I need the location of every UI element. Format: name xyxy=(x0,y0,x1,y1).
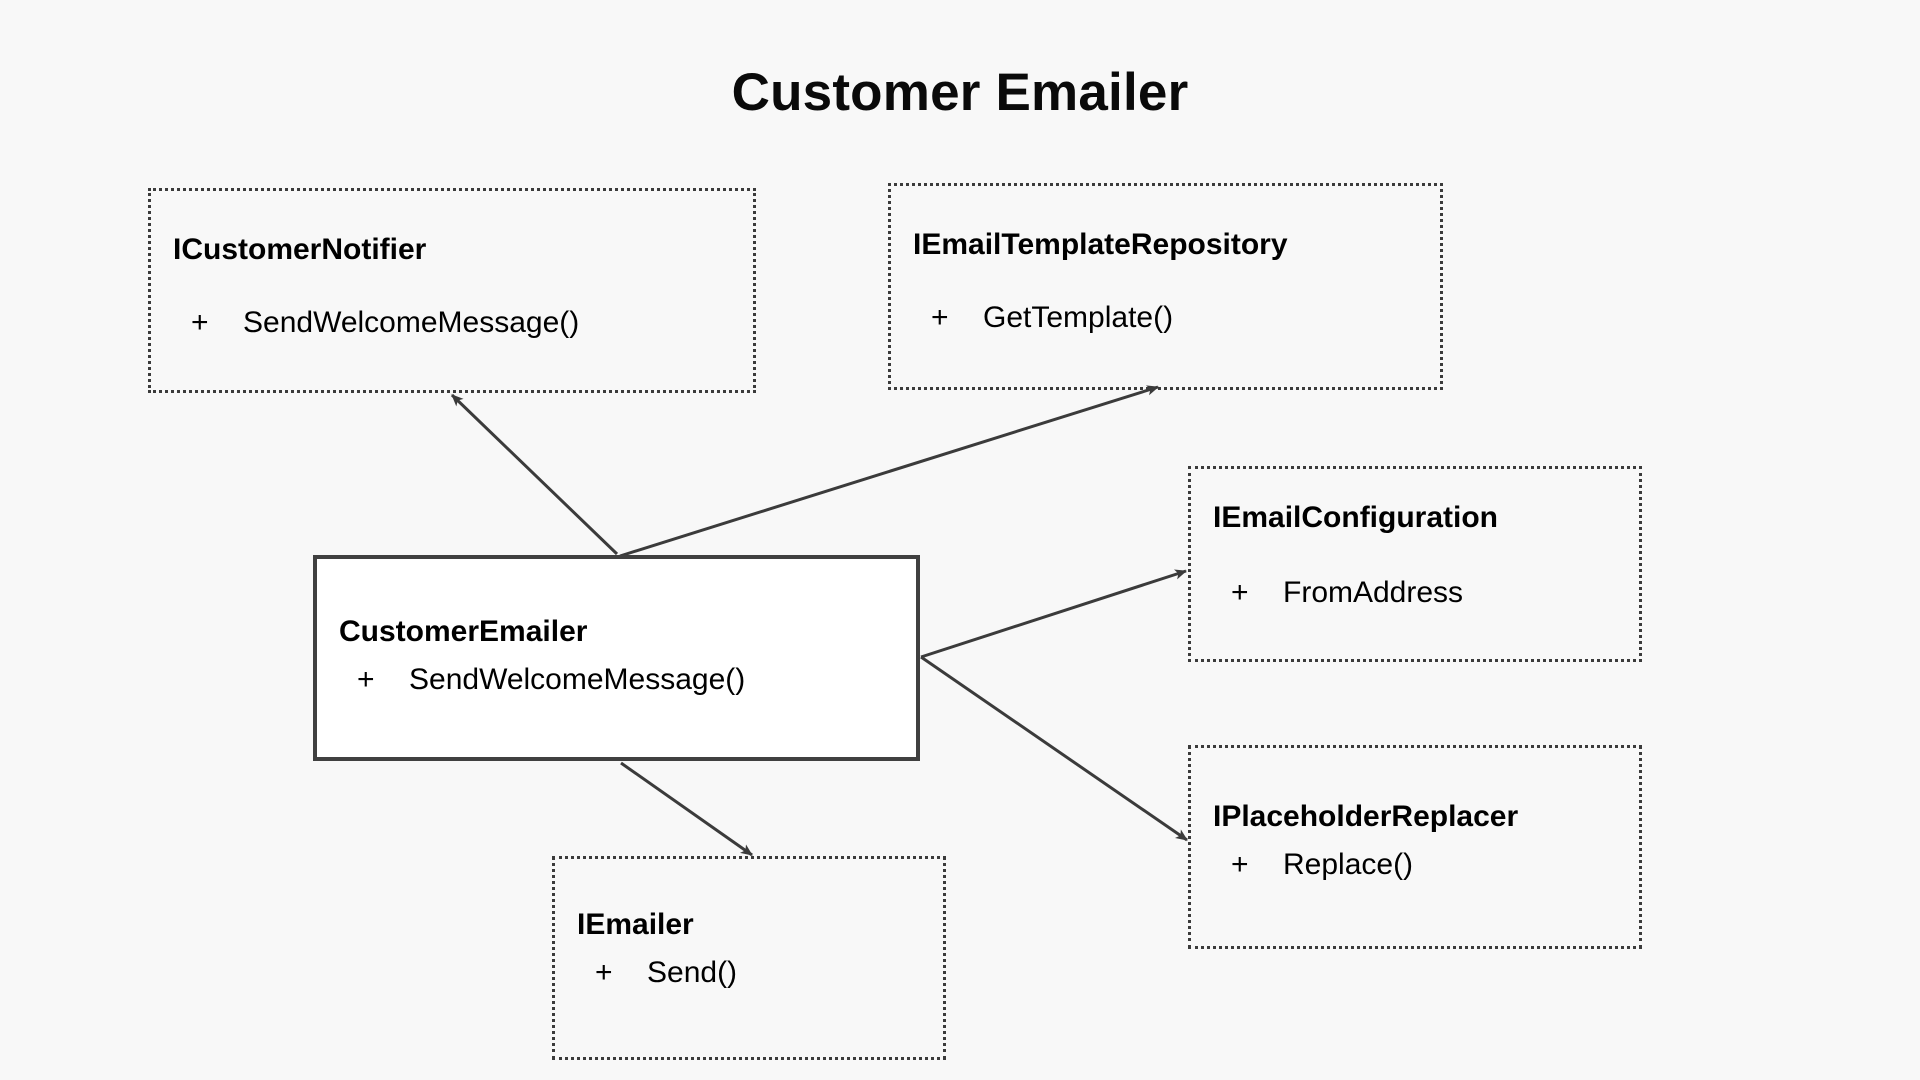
page-title: Customer Emailer xyxy=(731,63,1189,122)
node-member: + SendWelcomeMessage() xyxy=(191,306,579,340)
member-label: GetTemplate() xyxy=(983,301,1174,334)
edge-customeremailer-to-iemailer xyxy=(620,761,753,857)
member-label: FromAddress xyxy=(1283,576,1464,609)
node-iemailtemplaterepository[interactable]: IEmailTemplateRepository + GetTemplate() xyxy=(888,183,1443,390)
edge-customeremailer-to-icustomernotifier xyxy=(450,393,619,556)
node-title: IEmailTemplateRepository xyxy=(913,228,1288,261)
node-iemailer[interactable]: IEmailer + Send() xyxy=(552,856,946,1060)
member-label: Send() xyxy=(647,956,738,989)
edge-customeremailer-to-iemailconfiguration xyxy=(920,569,1187,659)
visibility-marker: + xyxy=(357,663,375,696)
node-title: ICustomerNotifier xyxy=(173,233,427,266)
node-title: IPlaceholderReplacer xyxy=(1213,800,1519,833)
node-member: + FromAddress xyxy=(1231,576,1463,610)
visibility-marker: + xyxy=(191,306,209,339)
member-label: SendWelcomeMessage() xyxy=(409,663,746,696)
node-title: IEmailer xyxy=(577,908,694,941)
edge-customeremailer-to-iemailtemplaterepository xyxy=(619,385,1159,558)
visibility-marker: + xyxy=(595,956,613,989)
node-icustomernotifier[interactable]: ICustomerNotifier + SendWelcomeMessage() xyxy=(148,188,756,393)
node-member: + Send() xyxy=(595,956,737,990)
node-title: CustomerEmailer xyxy=(339,615,588,648)
member-label: Replace() xyxy=(1283,848,1414,881)
node-iplaceholderreplacer[interactable]: IPlaceholderReplacer + Replace() xyxy=(1188,745,1642,949)
visibility-marker: + xyxy=(1231,576,1249,609)
visibility-marker: + xyxy=(1231,848,1249,881)
node-member: + Replace() xyxy=(1231,848,1413,882)
edge-customeremailer-to-iplaceholderreplacer xyxy=(920,655,1188,842)
visibility-marker: + xyxy=(931,301,949,334)
node-customeremailer[interactable]: CustomerEmailer + SendWelcomeMessage() xyxy=(313,555,920,761)
node-member: + GetTemplate() xyxy=(931,301,1173,335)
node-member: + SendWelcomeMessage() xyxy=(357,663,745,697)
member-label: SendWelcomeMessage() xyxy=(243,306,580,339)
node-title: IEmailConfiguration xyxy=(1213,501,1498,534)
node-iemailconfiguration[interactable]: IEmailConfiguration + FromAddress xyxy=(1188,466,1642,662)
